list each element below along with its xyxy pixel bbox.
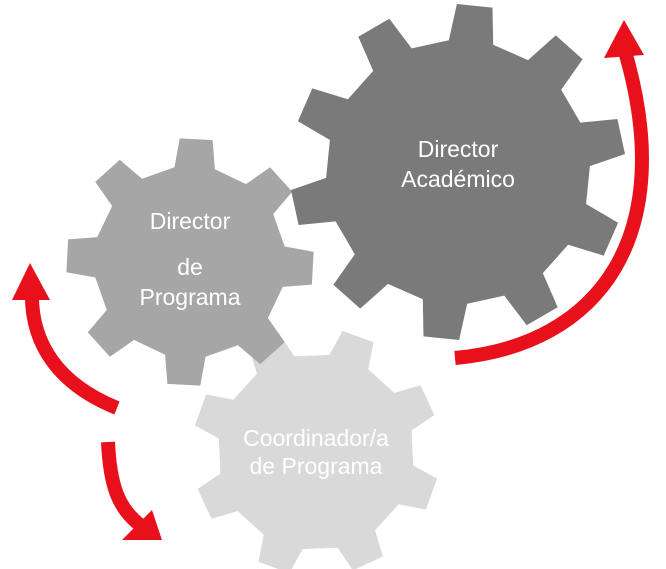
gear-coordinador-shape bbox=[194, 330, 438, 569]
gear-director-academico: Director Académico bbox=[291, 4, 625, 340]
gear-coordinador-programa: Coordinador/a de Programa bbox=[194, 330, 438, 569]
gear-coordinador-label-line2: de Programa bbox=[250, 453, 383, 479]
gear-director-academico-label-line2: Académico bbox=[401, 166, 515, 192]
gear-director-programa-label-line2: de bbox=[177, 254, 203, 280]
arrow-left-upward bbox=[24, 289, 120, 415]
arrow-right-upward bbox=[454, 45, 649, 365]
gear-director-programa-shape bbox=[66, 138, 314, 386]
gear-director-academico-label-line1: Director bbox=[418, 136, 499, 162]
arrow-bottom-downward bbox=[101, 441, 145, 531]
gear-coordinador-label-line1: Coordinador/a bbox=[243, 425, 389, 451]
arrow-bottom-head bbox=[122, 510, 162, 540]
arrow-left-head bbox=[12, 263, 50, 300]
gear-director-programa: Director de Programa bbox=[66, 138, 314, 386]
arrow-right-head bbox=[604, 20, 644, 58]
cycle-arrows bbox=[12, 20, 649, 540]
gear-director-academico-shape bbox=[291, 4, 625, 340]
gear-director-programa-label-line1: Director bbox=[150, 208, 231, 234]
gear-director-programa-label-line3: Programa bbox=[140, 284, 241, 310]
